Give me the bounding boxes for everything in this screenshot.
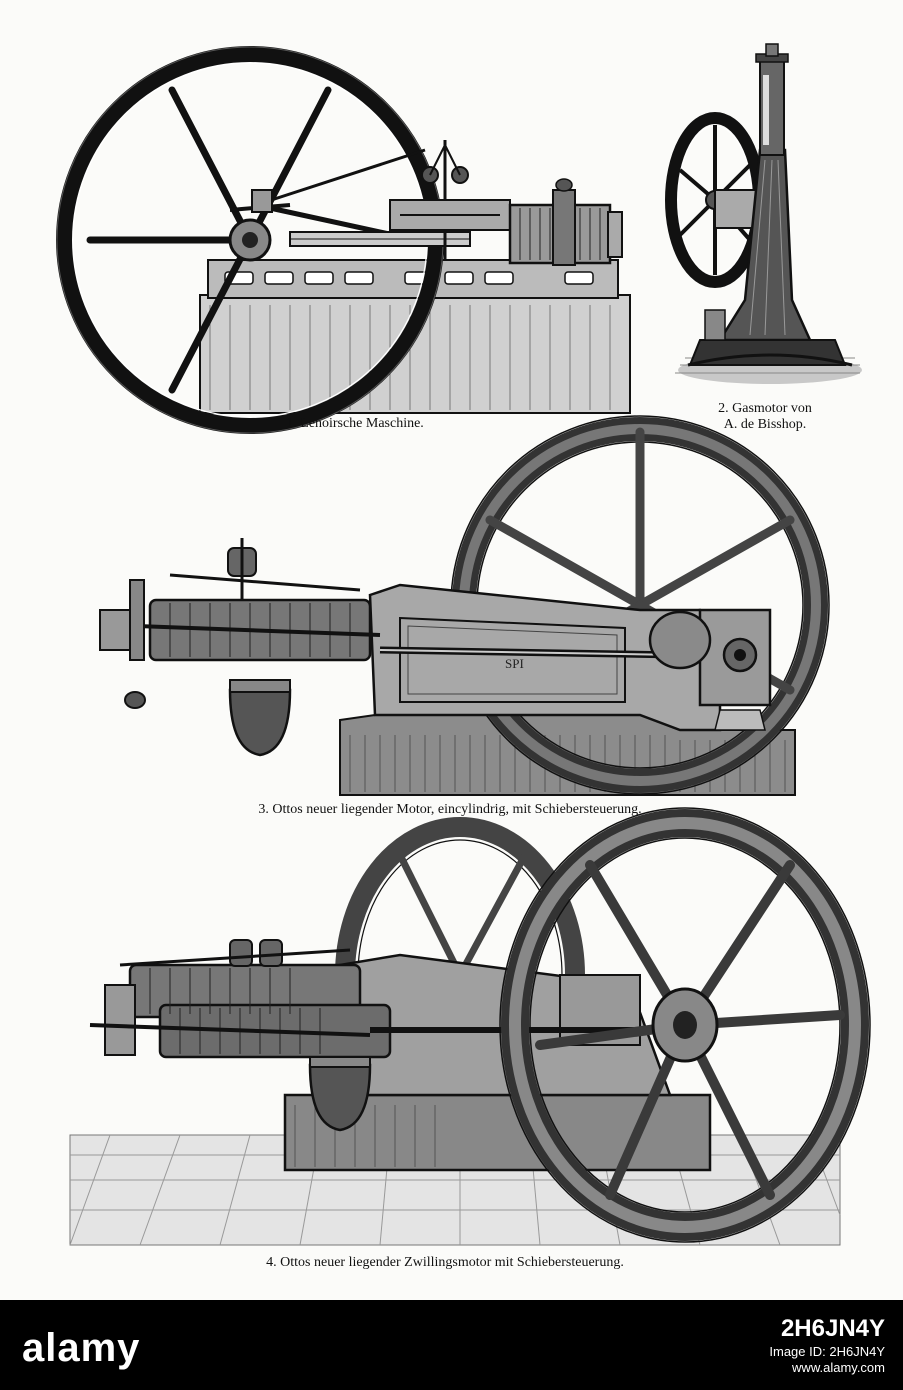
footer-url: www.alamy.com: [792, 1360, 885, 1375]
figure-3-caption: 3. Ottos neuer liegender Motor, eincylin…: [258, 802, 642, 817]
otto-twin-cylinder-illustration: [69, 807, 871, 1246]
figure-2-caption-line-1: 2. Gasmotor von: [718, 401, 812, 416]
figure-3-otto-single-cylinder-engine: SPI: [80, 415, 830, 800]
bisshop-gas-motor-illustration: [665, 43, 862, 384]
engraving-plate-mark: SPI: [505, 656, 524, 671]
figure-2-bisshop-gas-motor: [660, 40, 862, 385]
figure-1-caption: 1. Lenoirsche Maschine.: [286, 416, 424, 431]
figure-4-otto-twin-cylinder-engine: [69, 807, 871, 1255]
stock-logo: alamy: [22, 1326, 141, 1370]
image-id-block: 2H6JN4Y Image ID: 2H6JN4Y www.alamy.com: [769, 1314, 885, 1376]
engraving-plate: 1. Lenoirsche Maschine.: [56, 40, 871, 1270]
lenoir-machine-illustration: [56, 46, 631, 434]
stock-footer-bar: alamy 2H6JN4Y Image ID: 2H6JN4Y www.alam…: [0, 1300, 903, 1390]
figure-1-lenoir-machine: [56, 40, 650, 434]
image-id-label: Image ID: 2H6JN4Y: [769, 1344, 885, 1359]
figure-2-caption-line-2: A. de Bisshop.: [723, 417, 807, 432]
otto-single-cylinder-illustration: SPI: [99, 415, 830, 796]
figure-4-caption: 4. Ottos neuer liegender Zwillingsmotor …: [266, 1255, 624, 1270]
image-id: 2H6JN4Y: [780, 1315, 885, 1342]
